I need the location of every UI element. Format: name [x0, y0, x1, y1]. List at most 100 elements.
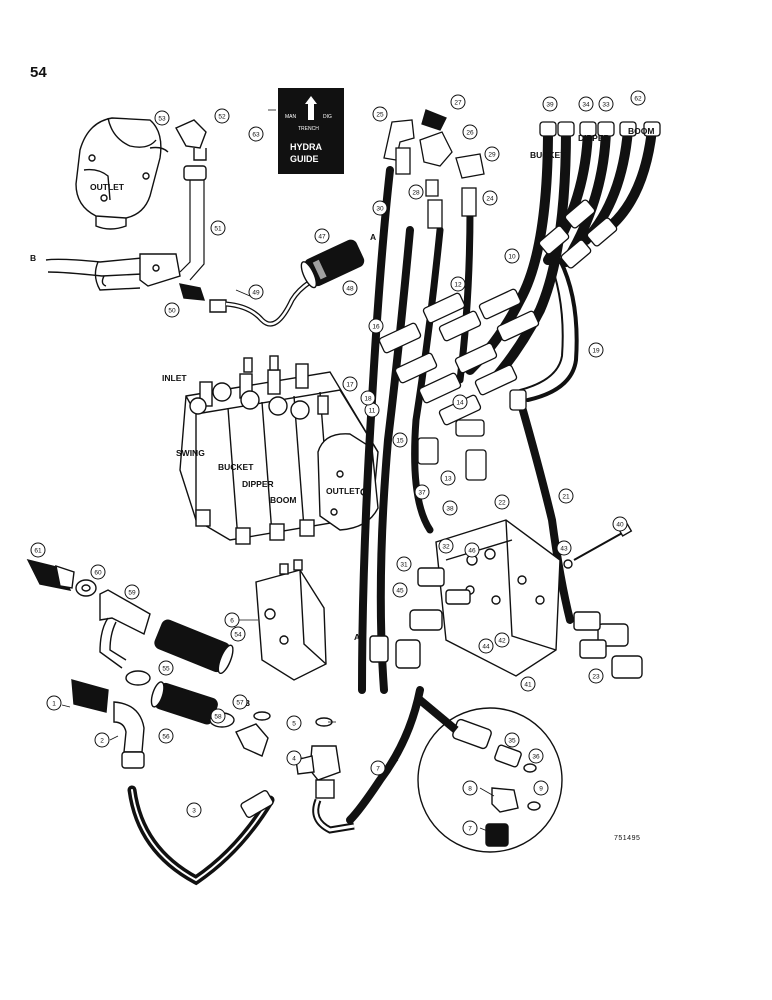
callout-c25: 25	[372, 106, 388, 122]
callout-number: 4	[292, 755, 296, 762]
callout-circle	[558, 488, 574, 504]
callout-number: 30	[376, 205, 384, 212]
callout-number: 23	[592, 673, 600, 680]
callout-number: 24	[486, 195, 494, 202]
callout-circle	[46, 695, 62, 711]
callout-circle	[372, 106, 388, 122]
callout-number: 36	[532, 753, 540, 760]
callout-circle	[164, 302, 180, 318]
callout-c7: 7	[370, 760, 386, 776]
label-boom-valve: BOOM	[270, 495, 296, 505]
callout-c55: 55	[158, 660, 174, 676]
callout-number: 62	[634, 95, 642, 102]
callout-c23: 23	[588, 668, 604, 684]
callout-c42: 42	[494, 632, 510, 648]
callout-number: 33	[602, 101, 610, 108]
callout-c50: 50	[164, 302, 180, 318]
callout-c21: 21	[558, 488, 574, 504]
callout-number: 3	[192, 807, 196, 814]
callout-number: 9	[539, 785, 543, 792]
callout-circle	[224, 612, 240, 628]
callout-c45: 45	[392, 582, 408, 598]
callout-c60: 60	[90, 564, 106, 580]
callout-c46: 46	[464, 542, 480, 558]
callout-c3: 3	[186, 802, 202, 818]
callout-number: 38	[446, 505, 454, 512]
callout-number: 46	[468, 547, 476, 554]
callout-c13: 13	[440, 470, 456, 486]
callout-number: 53	[158, 115, 166, 122]
callout-circle	[542, 96, 558, 112]
callout-number: 42	[498, 637, 506, 644]
callout-circle	[210, 708, 226, 724]
hose-49-filter	[209, 239, 365, 327]
callout-circle	[342, 280, 358, 296]
label-outlet-valve: OUTLET	[326, 486, 361, 496]
callout-c16: 16	[368, 318, 384, 334]
callout-c29: 29	[484, 146, 500, 162]
hose-end-fittings	[378, 109, 661, 481]
callout-number: 2	[100, 737, 104, 744]
callout-number: 19	[592, 347, 600, 354]
callout-circle	[556, 540, 572, 556]
callout-c49: 49	[248, 284, 264, 300]
callout-c30: 30	[372, 200, 388, 216]
hydra-guide-logo: MAN DIG TRENCH HYDRA GUIDE	[278, 88, 344, 174]
callout-circle	[478, 638, 494, 654]
component-labels: OUTLET INLET SWING BUCKET DIPPER BOOM OU…	[30, 126, 654, 708]
callout-number: 58	[214, 713, 222, 720]
callout-circle	[342, 376, 358, 392]
label-ref-b-left: B	[30, 253, 36, 263]
callout-number: 28	[412, 189, 420, 196]
callout-number: 18	[364, 395, 372, 402]
logo-guide: GUIDE	[290, 154, 319, 164]
callout-number: 60	[94, 569, 102, 576]
label-boom-hose: BOOM	[628, 126, 654, 136]
page-number: 54	[30, 64, 47, 81]
callout-c22: 22	[494, 494, 510, 510]
callout-c36: 36	[528, 748, 544, 764]
callout-c38: 38	[442, 500, 458, 516]
callout-circle	[464, 542, 480, 558]
callout-number: 39	[546, 101, 554, 108]
callout-circle	[94, 732, 110, 748]
logo-trench: TRENCH	[298, 126, 319, 132]
manifold-block	[369, 519, 643, 679]
callout-c9: 9	[533, 780, 549, 796]
callout-circle	[533, 780, 549, 796]
callout-c43: 43	[556, 540, 572, 556]
callout-circle	[630, 90, 646, 106]
callout-circle	[90, 564, 106, 580]
callout-circle	[314, 228, 330, 244]
callout-c19: 19	[588, 342, 604, 358]
callout-circle	[158, 660, 174, 676]
callout-c51: 51	[210, 220, 226, 236]
callout-number: 61	[34, 547, 42, 554]
callout-circle	[396, 556, 412, 572]
callout-number: 54	[234, 631, 242, 638]
logo-hydra: HYDRA	[290, 142, 323, 152]
callout-circle	[286, 715, 302, 731]
callout-c26: 26	[462, 124, 478, 140]
callout-c2: 2	[94, 732, 110, 748]
callout-number: 34	[582, 101, 590, 108]
callout-circle	[360, 390, 376, 406]
callout-c47: 47	[314, 228, 330, 244]
callout-circle	[438, 538, 454, 554]
label-ref-a-top: A	[370, 232, 376, 242]
callout-circle	[210, 220, 226, 236]
label-bucket-valve: BUCKET	[218, 462, 254, 472]
callout-circle	[230, 626, 246, 642]
callout-c54: 54	[230, 626, 246, 642]
callout-circle	[452, 394, 468, 410]
callout-c28: 28	[408, 184, 424, 200]
callout-c7b: 7	[462, 820, 478, 836]
callout-c59: 59	[124, 584, 140, 600]
callout-c53: 53	[154, 110, 170, 126]
callout-number: 25	[376, 111, 384, 118]
callout-number: 55	[162, 665, 170, 672]
callout-circle	[372, 200, 388, 216]
callout-circle	[186, 802, 202, 818]
